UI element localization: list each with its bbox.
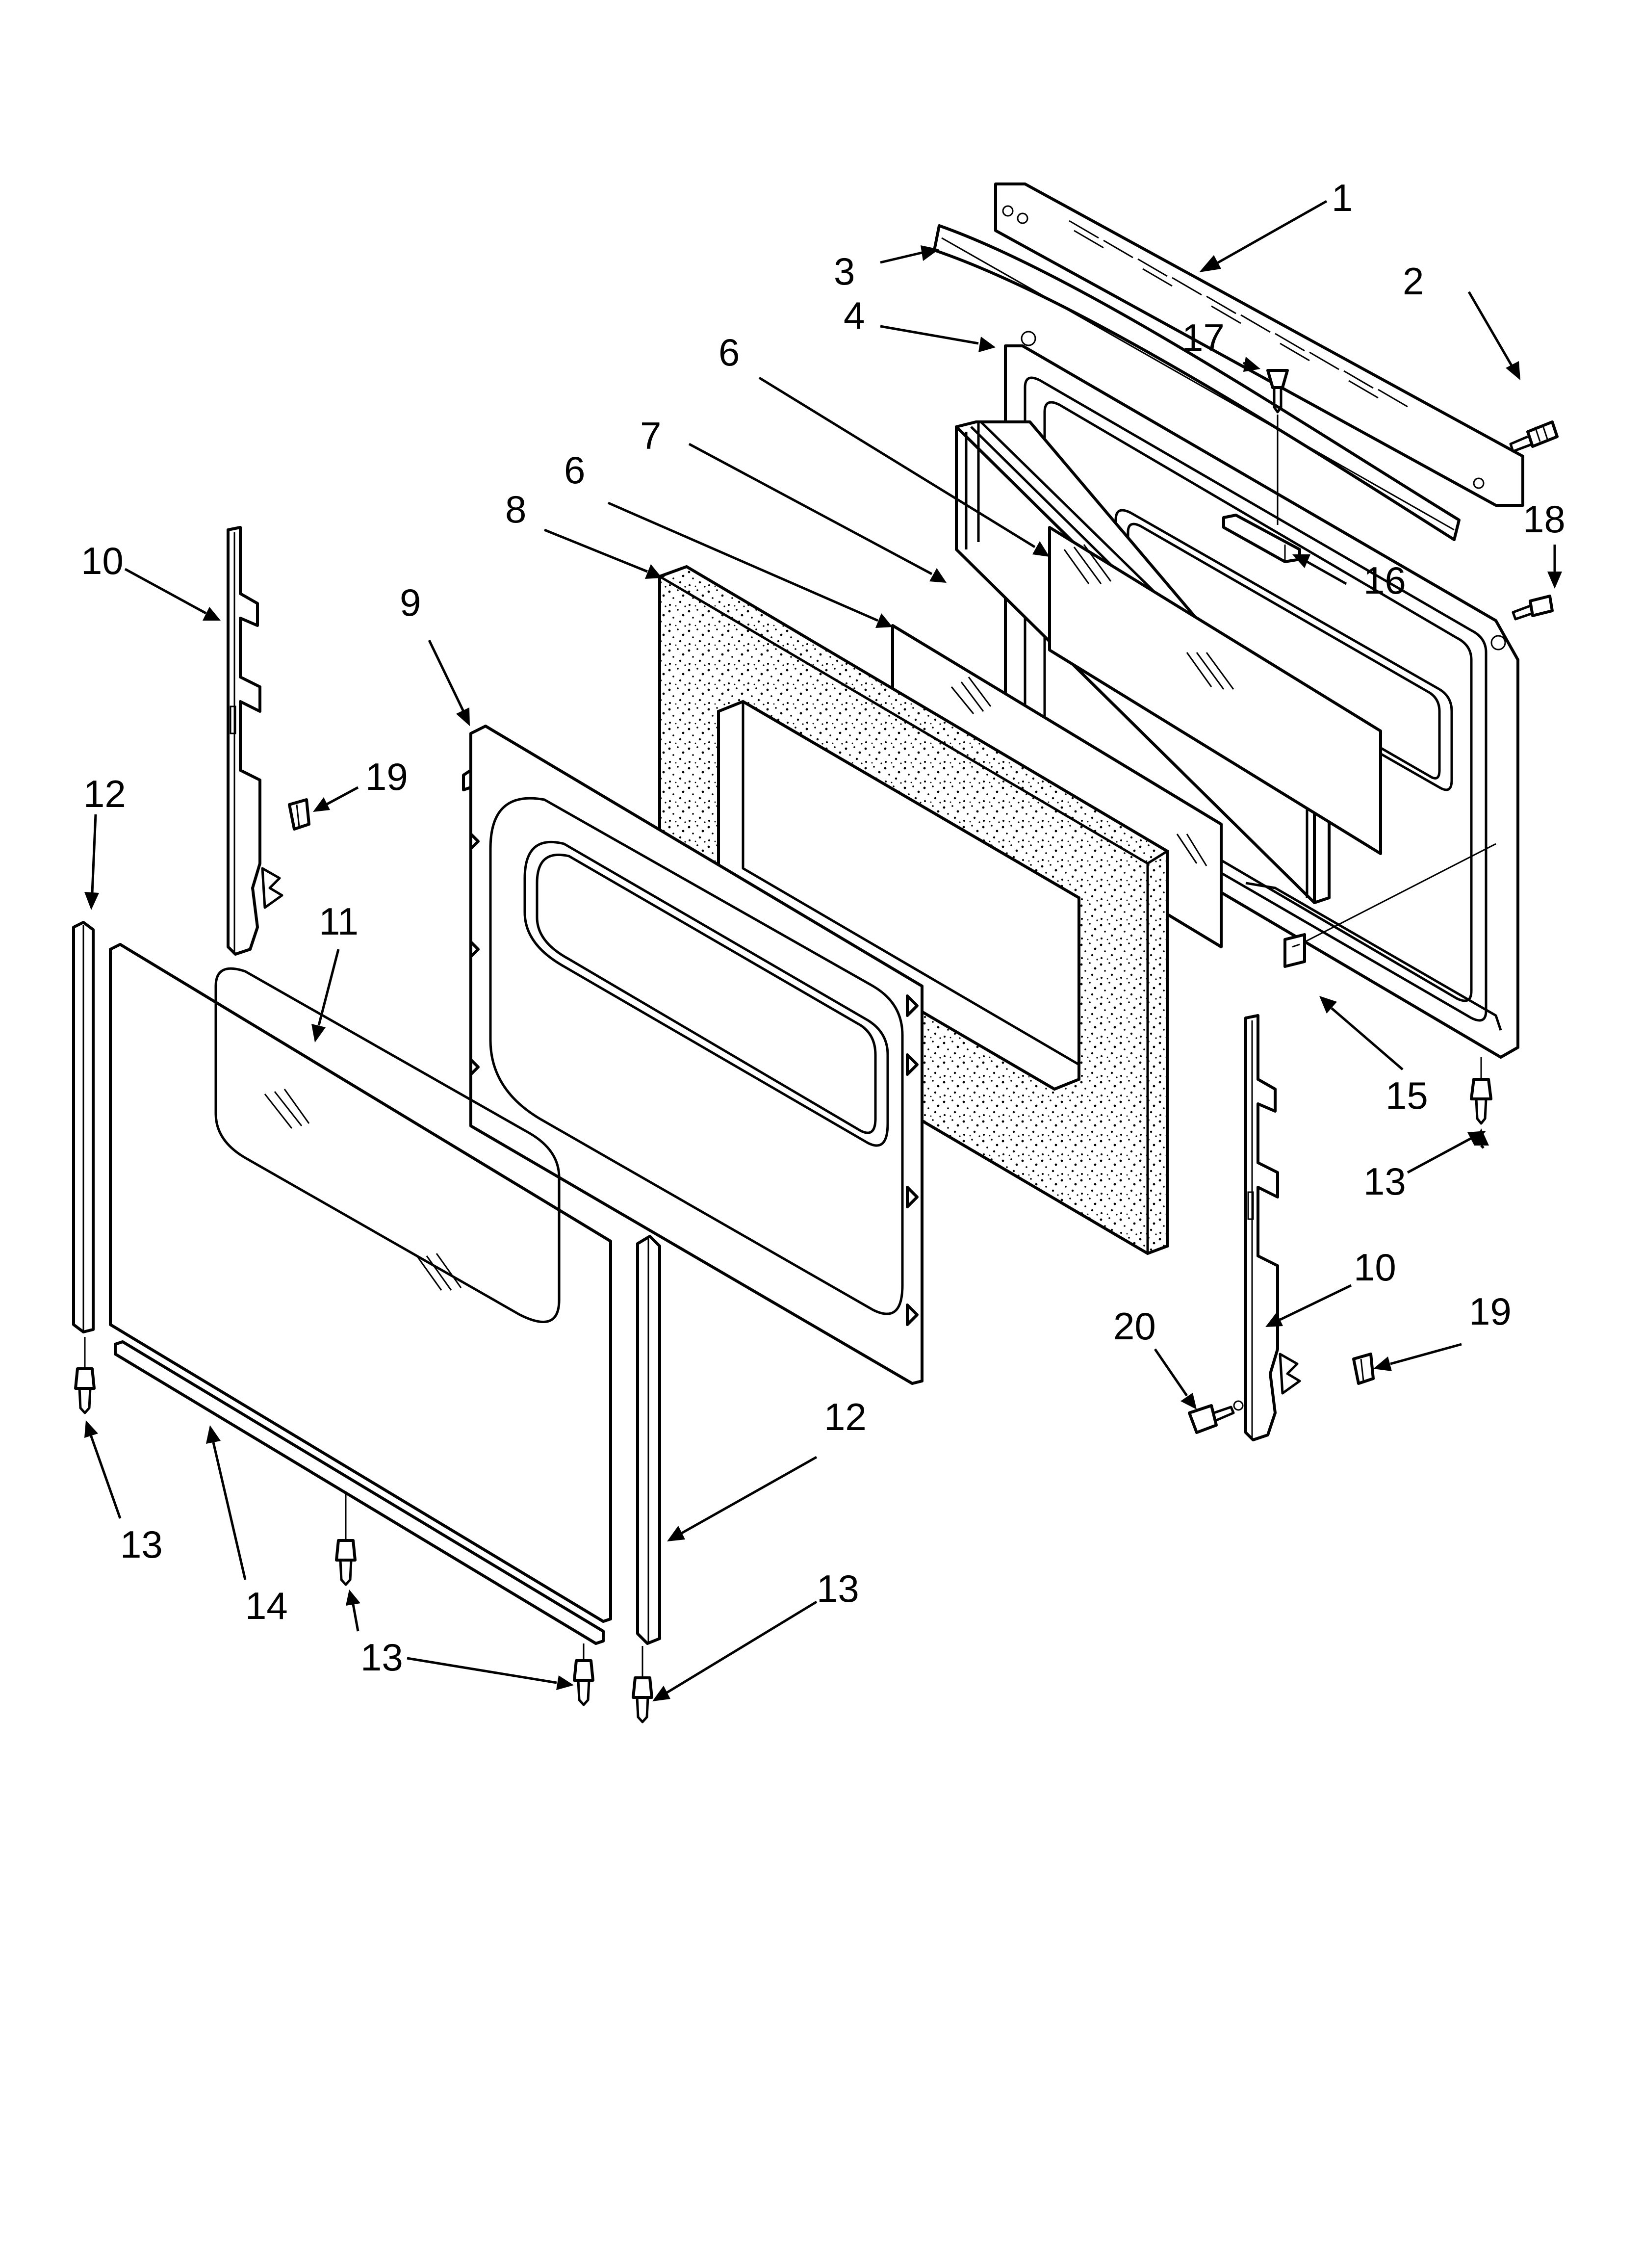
part-12-side-trim-right — [636, 1235, 661, 1645]
callout-13a: 13 — [1363, 1160, 1406, 1203]
callout-20: 20 — [1113, 1304, 1156, 1348]
part-10-hinge-left — [227, 526, 283, 956]
callout-10b: 10 — [1354, 1246, 1396, 1289]
part-13-screw-bottom-right-a — [573, 1643, 594, 1706]
part-6-rear-glass — [1048, 526, 1382, 855]
part-17-screw — [1266, 369, 1289, 525]
part-1-vent-trim — [994, 182, 1524, 507]
callout-1: 1 — [1332, 176, 1353, 219]
callout-8: 8 — [505, 488, 526, 531]
part-14-bottom-trim — [114, 1340, 605, 1645]
callout-labels: 1 2 3 4 17 18 16 6 7 6 8 9 10 19 12 11 1… — [81, 176, 1565, 1679]
callout-18: 18 — [1523, 497, 1565, 541]
part-2-screw — [1509, 420, 1559, 453]
callout-10a: 10 — [81, 539, 124, 582]
callout-17: 17 — [1182, 316, 1225, 359]
part-13-screw-top-right — [1470, 1057, 1492, 1125]
callout-9: 9 — [400, 581, 421, 624]
part-13-screw-bottom-right-b — [632, 1646, 653, 1723]
callout-2: 2 — [1403, 260, 1424, 303]
callout-12a: 12 — [83, 772, 126, 815]
part-15-tie-line — [1304, 843, 1496, 943]
part-12-side-trim-left — [72, 921, 95, 1333]
part-18-screw — [1512, 595, 1554, 621]
callout-4: 4 — [844, 294, 865, 337]
part-11-outer-door — [109, 943, 612, 1623]
part-13-screw-left — [74, 1337, 96, 1414]
callout-3: 3 — [834, 250, 855, 293]
part-13-screw-bottom-center — [335, 1491, 357, 1586]
callout-12b: 12 — [824, 1395, 867, 1438]
part-20-screw — [1188, 1400, 1244, 1434]
callout-19b: 19 — [1469, 1290, 1512, 1333]
callout-7: 7 — [640, 414, 661, 457]
callout-6b: 6 — [564, 448, 585, 492]
part-15-clip — [1283, 933, 1306, 968]
part-9-door-liner — [462, 725, 924, 1385]
callout-11: 11 — [319, 900, 359, 943]
part-10-hinge-right — [1244, 1014, 1301, 1441]
callout-6a: 6 — [718, 331, 740, 374]
part-19-clip-left — [288, 798, 310, 831]
callout-15: 15 — [1385, 1074, 1428, 1117]
callout-14: 14 — [245, 1584, 288, 1627]
part-3-handle — [933, 224, 1461, 541]
callout-13c: 13 — [817, 1567, 859, 1610]
part-19-clip-right — [1352, 1353, 1375, 1385]
callout-16: 16 — [1363, 559, 1406, 602]
leader-lines — [84, 200, 1562, 1701]
callout-13d: 13 — [360, 1636, 403, 1679]
callout-19a: 19 — [365, 755, 408, 798]
callout-13b: 13 — [120, 1523, 163, 1566]
